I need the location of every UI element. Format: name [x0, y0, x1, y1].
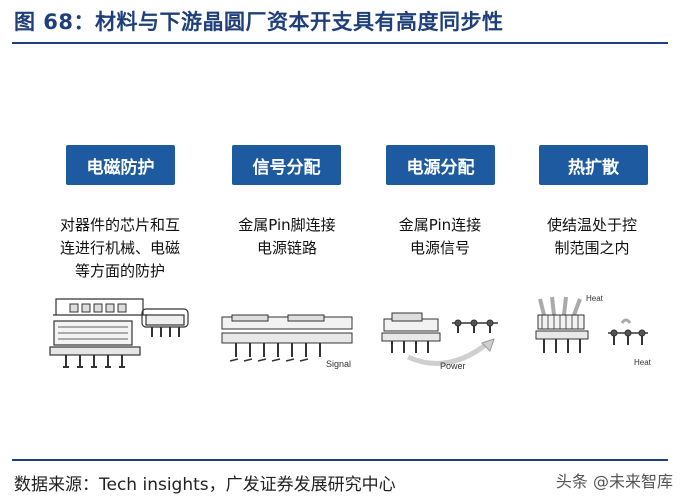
desc-line: 电源信号: [409, 239, 470, 257]
badge-heat-dissipation: 热扩散: [539, 145, 648, 185]
desc-line: 对器件的芯片和互: [59, 216, 180, 234]
badge-signal-distribution: 信号分配: [232, 145, 341, 185]
desc-power-distribution: 金属Pin连接 电源信号: [370, 214, 510, 260]
illustration-heat-dissipation: Heat Heat: [535, 294, 652, 367]
heat-label-bottom: Heat: [634, 358, 652, 367]
desc-line: 金属Pin脚连接: [238, 216, 336, 234]
signal-label: Signal: [326, 359, 351, 369]
illustration-power-distribution: Power: [381, 312, 498, 371]
figure-title: 图 68：材料与下游晶圆厂资本开支具有高度同步性: [14, 10, 504, 34]
power-label: Power: [440, 361, 466, 371]
desc-signal-distribution: 金属Pin脚连接 电源链路: [212, 214, 362, 260]
desc-heat-dissipation: 使结温处于控 制范围之内: [522, 214, 662, 260]
badge-electromagnetic-protection: 电磁防护: [66, 145, 175, 185]
watermark: 头条 @未来智库: [555, 472, 673, 491]
heat-label-top: Heat: [586, 294, 604, 303]
footer-divider: [12, 459, 668, 461]
desc-line: 制范围之内: [554, 239, 630, 257]
illustration-signal-distribution: Signal: [221, 314, 353, 369]
desc-line: 等方面的防护: [74, 262, 165, 280]
desc-line: 电源链路: [256, 239, 317, 257]
title-divider: [12, 42, 668, 44]
illustration-electromagnetic-protection: [49, 298, 189, 368]
desc-electromagnetic-protection: 对器件的芯片和互 连进行机械、电磁 等方面的防护: [40, 214, 200, 283]
desc-line: 金属Pin连接: [398, 216, 482, 234]
badge-power-distribution: 电源分配: [386, 145, 495, 185]
desc-line: 使结温处于控: [546, 216, 637, 234]
desc-line: 连进行机械、电磁: [59, 239, 180, 257]
source-note: 数据来源：Tech insights，广发证券发展研究中心: [14, 475, 396, 495]
